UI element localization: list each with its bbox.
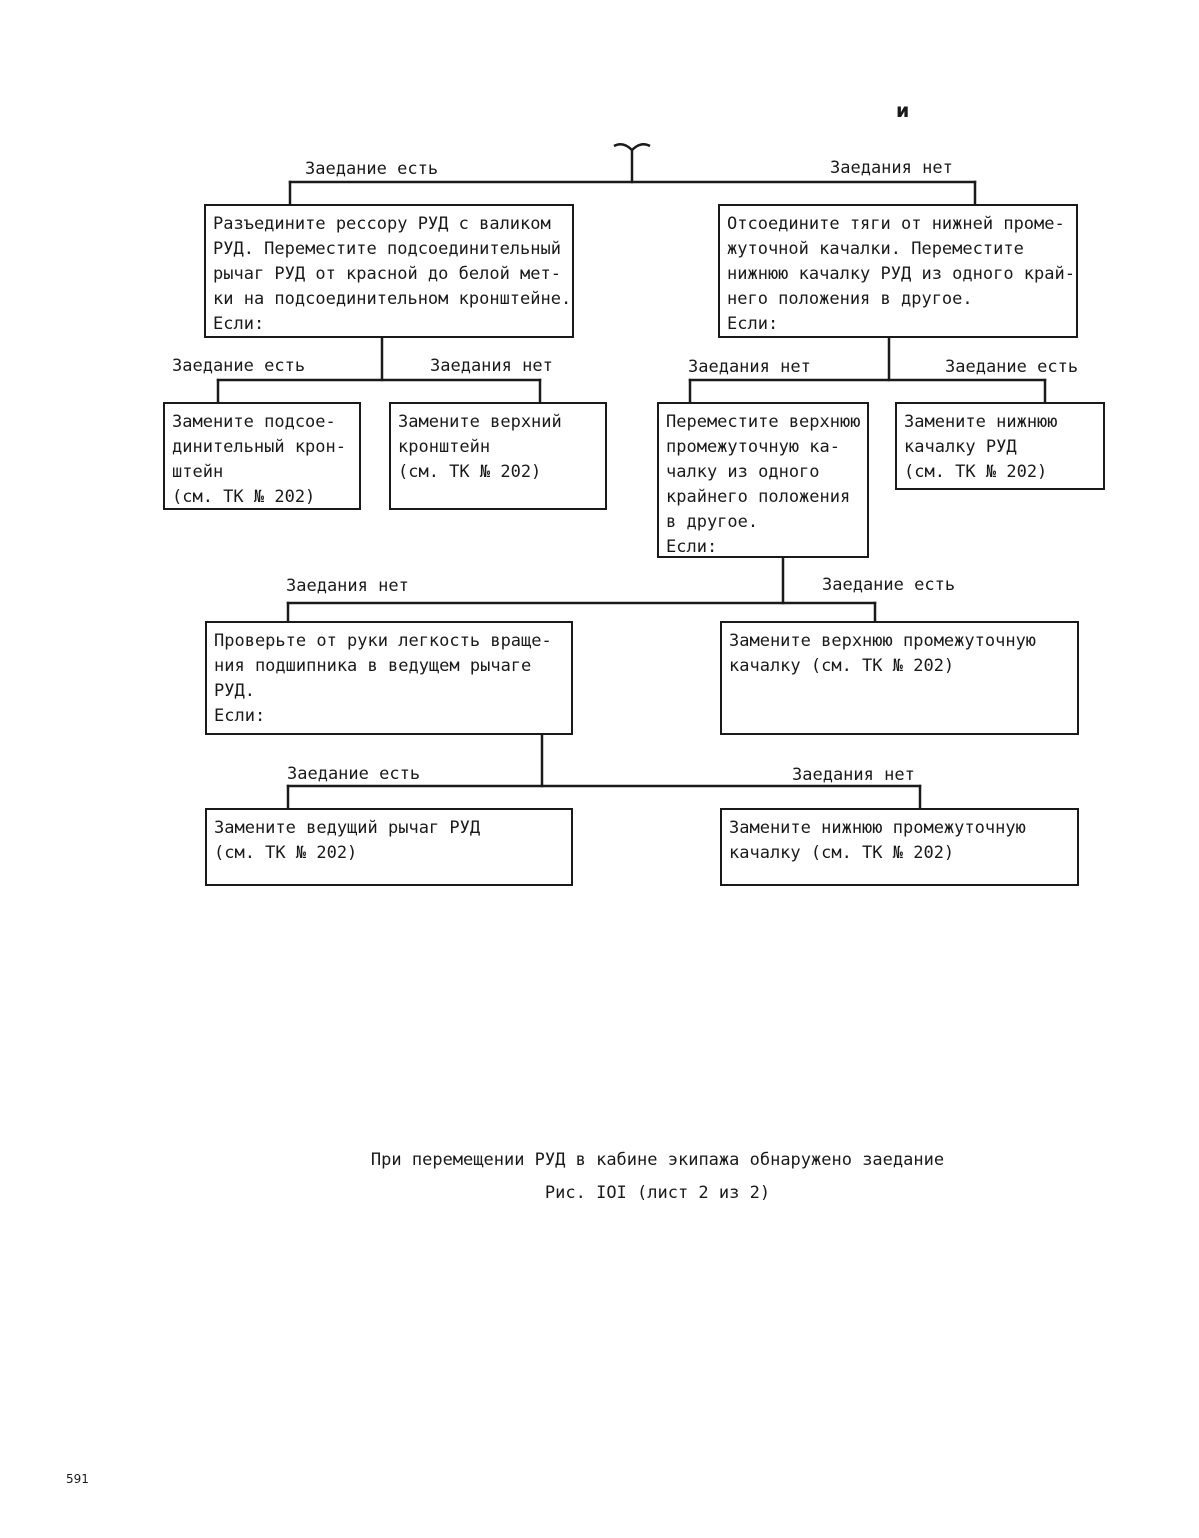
right-no-label: Заедания нет	[688, 357, 811, 377]
move-upper-rocker-box: Переместите верхнюю промежуточную ка- ча…	[657, 402, 869, 558]
replace-connecting-bracket-box: Замените подсое- динительный крон- штейн…	[163, 402, 361, 510]
page-number: 591	[66, 1472, 89, 1486]
bottom-no-label: Заедания нет	[792, 765, 915, 785]
replace-lower-intermediate-rocker-box: Замените нижнюю промежуточную качалку (с…	[720, 808, 1079, 886]
left-main-box: Разъедините рессору РУД с валиком РУД. П…	[204, 204, 574, 338]
root-yes-label: Заедание есть	[305, 159, 439, 179]
left-yes-label: Заедание есть	[172, 356, 306, 376]
mid-yes-label: Заедание есть	[822, 575, 956, 595]
check-bearing-box: Проверьте от руки легкость враще- ния по…	[205, 621, 573, 735]
figure-caption-number: Рис. IOI (лист 2 из 2)	[544, 1183, 771, 1203]
right-yes-label: Заедание есть	[945, 357, 1079, 377]
left-no-label: Заедания нет	[430, 356, 553, 376]
replace-drive-lever-box: Замените ведущий рычаг РУД (см. ТК № 202…	[205, 808, 573, 886]
right-main-box: Отсоедините тяги от нижней проме- жуточн…	[718, 204, 1078, 338]
bottom-yes-label: Заедание есть	[287, 764, 421, 784]
root-no-label: Заедания нет	[830, 158, 953, 178]
replace-lower-rocker-rud-box: Замените нижнюю качалку РУД (см. ТК № 20…	[895, 402, 1105, 490]
replace-upper-intermediate-rocker-box: Замените верхнюю промежуточную качалку (…	[720, 621, 1079, 735]
mid-no-label: Заедания нет	[286, 576, 409, 596]
replace-upper-bracket-box: Замените верхний кронштейн (см. ТК № 202…	[389, 402, 607, 510]
corner-letter: и	[896, 100, 910, 122]
figure-caption-title: При перемещении РУД в кабине экипажа обн…	[370, 1150, 945, 1170]
